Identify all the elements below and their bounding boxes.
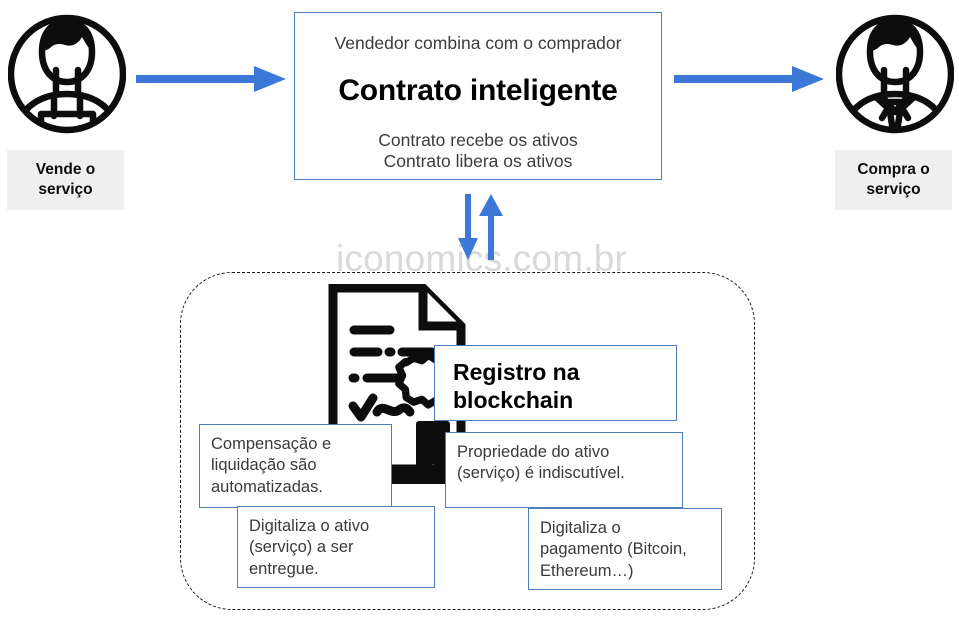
contract-title: Contrato inteligente — [338, 74, 618, 107]
contract-subtitle: Vendedor combina com o comprador — [334, 33, 622, 53]
callout-digitaliza-ativo: Digitaliza o ativo (serviço) a ser entre… — [237, 506, 435, 588]
arrow-down-up-pair-icon — [458, 194, 503, 260]
arrow-seller-to-contract — [136, 62, 286, 96]
callout-registro-blockchain: Registro na blockchain — [434, 345, 677, 421]
person-worker-avatar-icon — [8, 14, 126, 134]
callout-propriedade: Propriedade do ativo (serviço) é indiscu… — [445, 432, 683, 508]
arrow-up-icon — [479, 194, 503, 260]
arrow-right-icon — [674, 66, 824, 92]
buyer-role-label: Compra o serviço — [835, 150, 952, 210]
arrow-contract-to-buyer — [674, 62, 824, 96]
arrow-pair-contract-blockchain — [458, 194, 506, 260]
arrow-down-icon — [458, 194, 478, 260]
blockchain-region-outline — [180, 272, 755, 610]
contract-detail-line-1: Contrato recebe os ativos — [378, 130, 578, 150]
person-suit-avatar-icon — [836, 14, 954, 134]
buyer-avatar — [836, 8, 954, 144]
smart-contract-box: Vendedor combina com o comprador Contrat… — [294, 12, 662, 180]
arrow-right-icon — [136, 66, 286, 92]
callout-compensacao: Compensação e liquidação são automatizad… — [199, 424, 392, 508]
callout-digitaliza-pagamento: Digitaliza o pagamento (Bitcoin, Ethereu… — [528, 508, 722, 590]
seller-avatar — [8, 8, 126, 144]
contract-detail-line-2: Contrato libera os ativos — [383, 151, 573, 172]
seller-role-label: Vende o serviço — [7, 150, 124, 210]
